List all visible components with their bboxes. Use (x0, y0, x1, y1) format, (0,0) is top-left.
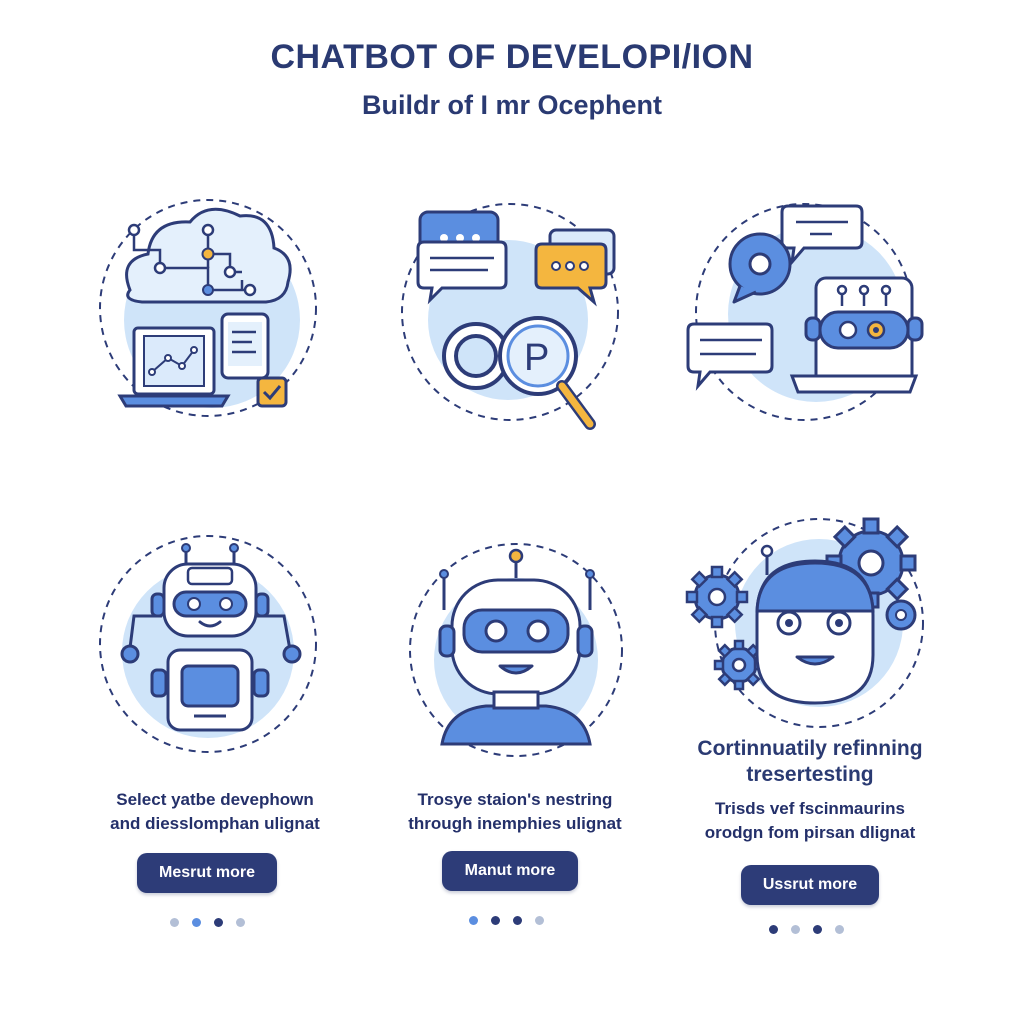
card-1-learn-more-button[interactable]: Mesrut more (137, 853, 277, 893)
card-2-learn-more-button[interactable]: Manut more (442, 851, 578, 891)
chat-bubbles-magnifier-icon: P (390, 190, 630, 440)
card-1-description: Select yatbe devephown and diesslomphan … (60, 788, 370, 836)
card-1-pagination-dots (170, 918, 245, 927)
card-3-heading-line-1: Cortinnuatily refinning (697, 737, 923, 760)
robot-face-gears-icon (685, 505, 935, 735)
card-1-desc-line-2: and diesslomphan ulignat (110, 814, 320, 833)
card-3-desc-line-1: Trisds vef fscinmaurins (715, 799, 905, 818)
card-1-dot-3[interactable] (214, 918, 223, 927)
card-3-learn-more-button[interactable]: Ussrut more (741, 865, 879, 905)
card-3-dot-3[interactable] (813, 925, 822, 934)
page-title: CHATBOT OF DEVELOPI/ION (270, 38, 754, 76)
card-1-desc-line-1: Select yatbe devephown (116, 790, 314, 809)
card-3-description: Trisds vef fscinmaurins orodgn fom pirsa… (660, 797, 960, 845)
robot-full-body-icon (90, 530, 330, 760)
card-2-dot-1[interactable] (469, 916, 478, 925)
robot-head-icon (400, 540, 630, 760)
card-2-desc-line-1: Trosye staion's nestring (417, 790, 613, 809)
card-2-description: Trosye staion's nestring through inemphi… (360, 788, 670, 836)
card-2-dot-3[interactable] (513, 916, 522, 925)
card-2-desc-line-2: through inemphies ulignat (408, 814, 622, 833)
card-3-heading: Cortinnuatily refinning tresertesting (660, 736, 960, 788)
card-3-pagination-dots (769, 925, 844, 934)
card-1-dot-2[interactable] (192, 918, 201, 927)
card-3-desc-line-2: orodgn fom pirsan dlignat (704, 823, 916, 842)
card-2-pagination-dots (469, 916, 544, 925)
card-2-dot-2[interactable] (491, 916, 500, 925)
card-3-heading-line-2: tresertesting (746, 763, 874, 786)
page-subtitle: Buildr of I mr Ocephent (361, 90, 663, 120)
chat-robot-screen-icon (680, 190, 940, 440)
card-1-dot-1[interactable] (170, 918, 179, 927)
card-3-dot-1[interactable] (769, 925, 778, 934)
card-3-dot-2[interactable] (791, 925, 800, 934)
svg-text:P: P (524, 337, 549, 379)
card-2-dot-4[interactable] (535, 916, 544, 925)
cloud-network-devices-icon (90, 190, 330, 440)
card-3-dot-4[interactable] (835, 925, 844, 934)
card-1-dot-4[interactable] (236, 918, 245, 927)
